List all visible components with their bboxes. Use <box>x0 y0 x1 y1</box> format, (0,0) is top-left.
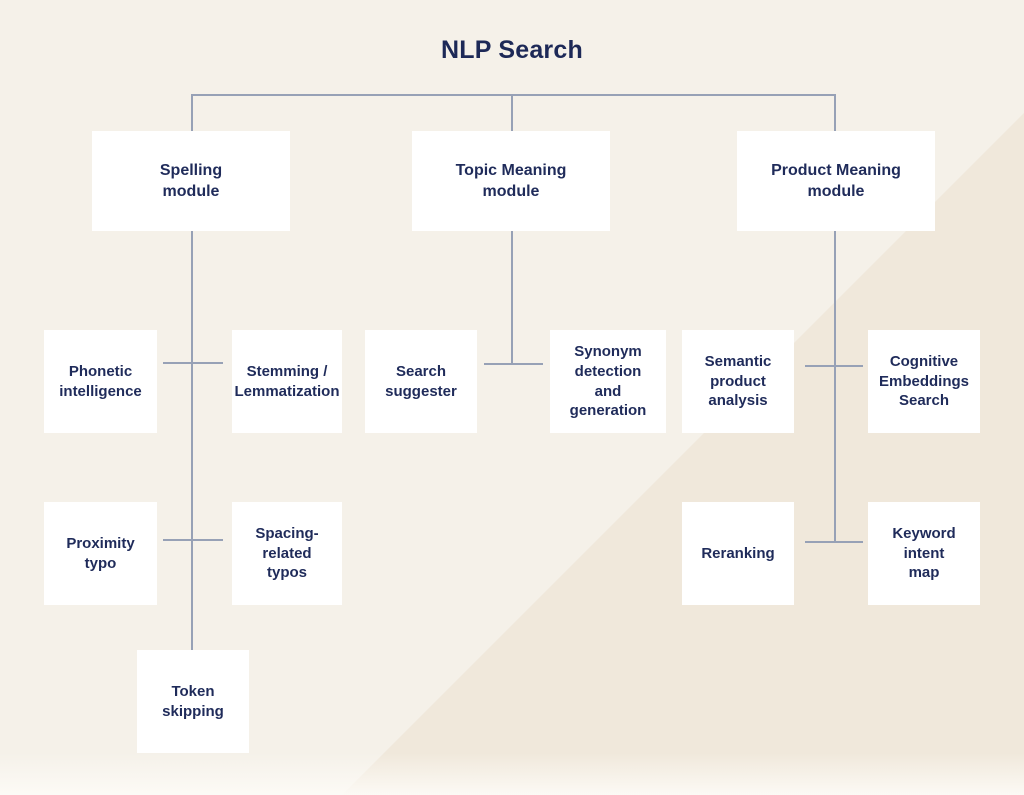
node-topic-meaning-module: Topic Meaning module <box>412 131 610 231</box>
node-proximity-typo: Proximity typo <box>44 502 157 605</box>
connector-product-tick-row1 <box>805 365 863 367</box>
connector-topic-tick <box>484 363 543 365</box>
connector-spelling-tick-row1 <box>163 362 223 364</box>
node-spelling-module: Spelling module <box>92 131 290 231</box>
node-semantic-product-analysis: Semantic product analysis <box>682 330 794 433</box>
connector-top-horizontal <box>192 94 836 96</box>
connector-topic-trunk <box>511 231 513 365</box>
node-search-suggester: Search suggester <box>365 330 477 433</box>
node-keyword-intent-map: Keyword intent map <box>868 502 980 605</box>
node-spacing-related-typos: Spacing- related typos <box>232 502 342 605</box>
node-stemming-lemmatization: Stemming / Lemmatization <box>232 330 342 433</box>
connector-spelling-trunk <box>191 231 193 650</box>
connector-product-tick-row2 <box>805 541 863 543</box>
node-cognitive-embeddings-search: Cognitive Embeddings Search <box>868 330 980 433</box>
node-synonym-detection: Synonym detection and generation <box>550 330 666 433</box>
node-phonetic-intelligence: Phonetic intelligence <box>44 330 157 433</box>
connector-product-drop <box>834 94 836 131</box>
node-product-meaning-module: Product Meaning module <box>737 131 935 231</box>
node-token-skipping: Token skipping <box>137 650 249 753</box>
node-reranking: Reranking <box>682 502 794 605</box>
connector-spelling-drop <box>191 94 193 131</box>
connector-product-trunk <box>834 231 836 543</box>
connector-topic-drop <box>511 94 513 131</box>
background-bottom-fade <box>0 753 1024 795</box>
connector-spelling-tick-row2 <box>163 539 223 541</box>
diagram-title: NLP Search <box>441 36 583 64</box>
